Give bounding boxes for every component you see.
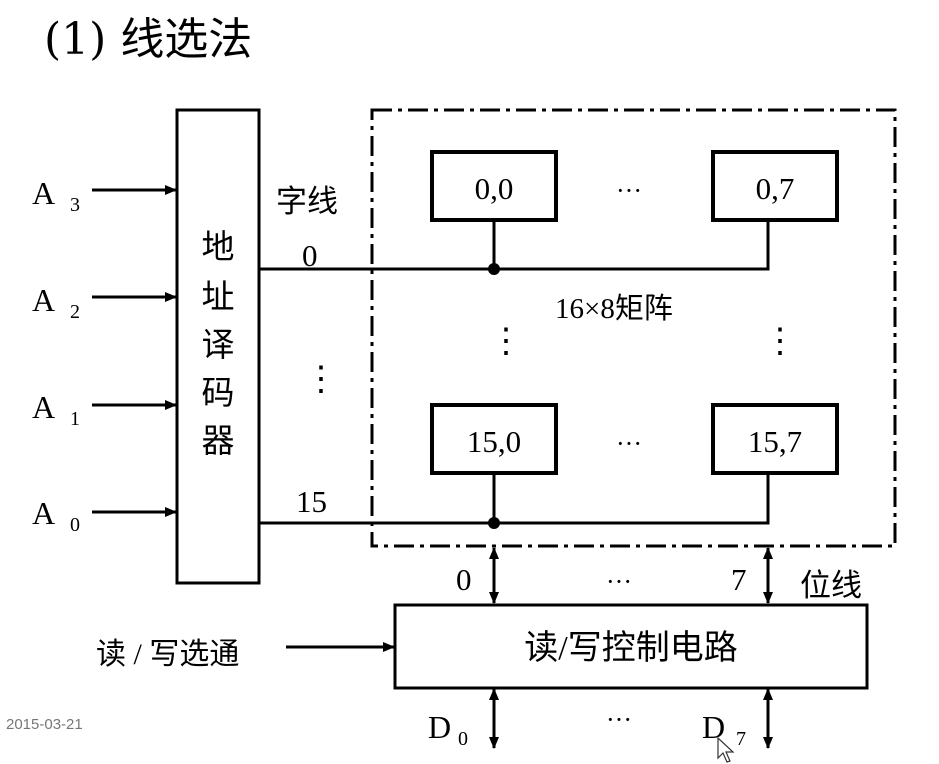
bit-line-last: 7 [731, 562, 747, 597]
bit-line-label: 位线 [800, 568, 862, 603]
address-decoder: 地 址 译 码 器 [175, 108, 261, 585]
matrix-label: 16×8矩阵 [555, 292, 673, 325]
matrix-boundary [370, 108, 897, 548]
word-line-first: 0 [302, 238, 318, 273]
cell-0-0-label: 0,0 [475, 171, 514, 206]
word-line-15 [259, 474, 770, 525]
address-input-a0-sub: 0 [70, 514, 80, 536]
address-input-a2-letter: A [32, 282, 55, 318]
page-title: (1) 线选法 [44, 14, 253, 65]
cursor-icon [717, 736, 735, 763]
rw-control-box [393, 603, 869, 690]
data-out-ellipsis: ··· [606, 705, 632, 734]
address-input-a2-sub: 2 [70, 301, 80, 323]
data-out-0-letter: D [428, 709, 451, 745]
data-out-0-sub: 0 [458, 728, 468, 750]
decoder-char-5: 器 [202, 424, 235, 460]
storage-cells: 0,0 ··· 0,7 16×8矩阵 ⋮ ⋮ 15,0 ··· 15,7 [430, 150, 839, 529]
cell-0-7 [711, 150, 839, 222]
footer-date: 2015-03-21 [6, 716, 83, 733]
address-input-a1-sub: 1 [70, 408, 80, 430]
word-line-last: 15 [296, 484, 327, 519]
decoder-box [175, 108, 261, 585]
data-out-7-sub: 7 [736, 728, 746, 750]
cell-15-0-label: 15,0 [467, 424, 521, 459]
matrix-right-v-ellipsis: ⋮ [763, 323, 797, 360]
word-line-ellipsis: ⋮ [304, 361, 338, 398]
cell-15-7-label: 15,7 [748, 424, 802, 459]
word-line-label: 字线 [276, 184, 338, 219]
bit-line-first: 0 [456, 562, 472, 597]
cell-15-0-junction [488, 517, 500, 529]
decoder-char-1: 地 [202, 229, 235, 266]
address-input-a0-letter: A [32, 495, 55, 531]
matrix-bottom-ellipsis: ··· [616, 429, 642, 458]
address-inputs: A 3 A 2 A 1 A 0 [32, 175, 177, 536]
decoder-char-2: 址 [202, 280, 235, 316]
cell-0-0-junction [488, 263, 500, 275]
matrix-left-v-ellipsis: ⋮ [489, 323, 523, 360]
matrix-top-ellipsis: ··· [616, 176, 642, 205]
address-input-a1-letter: A [32, 389, 55, 425]
word-line-0 [259, 222, 770, 271]
decoder-char-4: 码 [202, 376, 235, 412]
address-input-a3-letter: A [32, 175, 55, 211]
address-input-a3-sub: 3 [70, 194, 80, 216]
rw-control-label: 读/写控制电路 [524, 629, 737, 667]
data-out-7-letter: D [702, 709, 725, 745]
cell-0-7-label: 0,7 [756, 171, 795, 206]
decoder-char-3: 译 [202, 328, 235, 364]
rw-select-label: 读 / 写选通 [96, 638, 239, 671]
cell-0-0 [430, 150, 558, 222]
bit-line-ellipsis: ··· [606, 567, 632, 596]
cell-15-0 [430, 403, 558, 475]
cell-15-7 [711, 403, 839, 475]
